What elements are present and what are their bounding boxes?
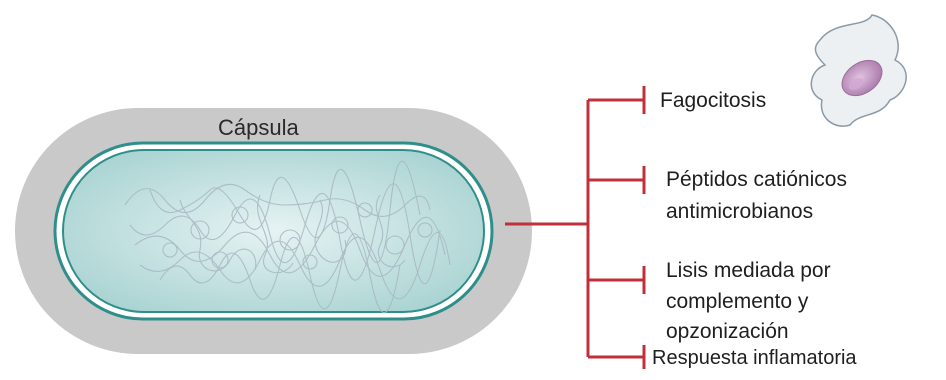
label-peptidos-line1: Péptidos catiónicos: [666, 166, 847, 193]
cell-body: [63, 150, 484, 312]
label-lisis-line2: complemento y: [666, 288, 808, 315]
label-respuesta-inflamatoria: Respuesta inflamatoria: [652, 345, 857, 372]
capsule-label: Cápsula: [218, 114, 299, 141]
label-fagocitosis: Fagocitosis: [660, 87, 766, 114]
label-lisis-line1: Lisis mediada por: [666, 257, 831, 284]
label-lisis-line3: opzonización: [666, 318, 789, 345]
label-peptidos-line2: antimicrobianos: [666, 198, 813, 225]
phagocyte-icon: [811, 15, 906, 126]
